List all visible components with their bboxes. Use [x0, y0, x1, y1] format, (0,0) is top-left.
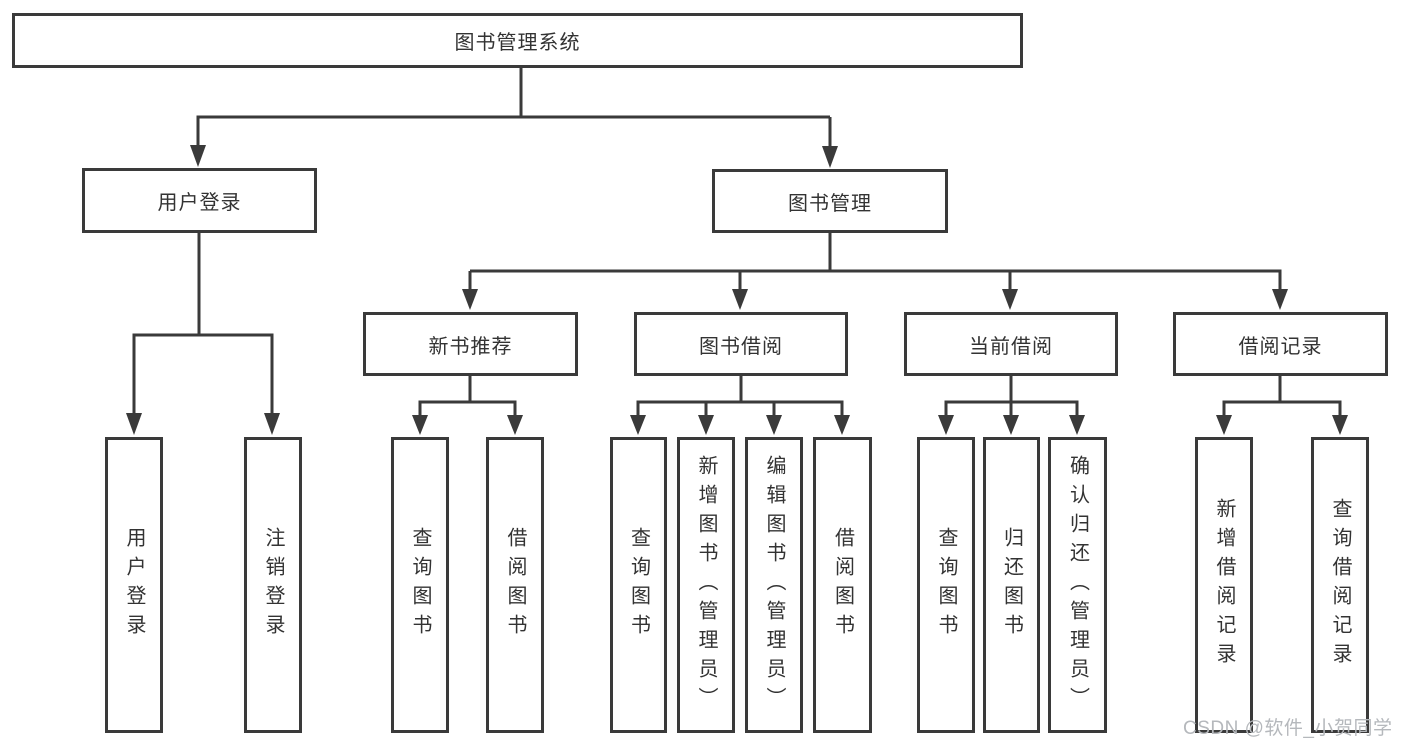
node-borrow-records-label: 借阅记录 — [1238, 335, 1323, 358]
node-user-login-label: 用户登录 — [157, 192, 242, 214]
node-current-borrow: 当前借阅 — [904, 312, 1118, 376]
leaf-current-query-books-label: 查询图书 — [935, 527, 957, 643]
leaf-records-query-record: 查询借阅记录 — [1311, 437, 1369, 733]
csdn-watermark: CSDN @软件_小贺同学 — [1183, 718, 1393, 739]
node-borrow-records: 借阅记录 — [1173, 312, 1388, 376]
node-current-borrow-label: 当前借阅 — [969, 335, 1053, 358]
leaf-borrow-query-books-label: 查询图书 — [627, 527, 650, 643]
leaf-current-confirm-return-admin-label: 确认归还（管理员） — [1066, 454, 1089, 716]
leaf-borrow-query-books: 查询图书 — [610, 437, 667, 733]
node-book-management: 图书管理 — [712, 169, 948, 233]
leaf-recommend-query-books: 查询图书 — [391, 437, 449, 733]
leaf-recommend-borrow-books-label: 借阅图书 — [504, 527, 526, 643]
leaf-logout-label: 注销登录 — [262, 527, 284, 643]
leaf-recommend-borrow-books: 借阅图书 — [486, 437, 544, 733]
node-book-borrow-label: 图书借阅 — [699, 335, 783, 358]
leaf-records-query-record-label: 查询借阅记录 — [1329, 498, 1351, 672]
node-book-management-label: 图书管理 — [788, 192, 872, 215]
node-root-label: 图书管理系统 — [454, 32, 581, 54]
node-user-login: 用户登录 — [82, 168, 317, 233]
leaf-current-confirm-return-admin: 确认归还（管理员） — [1048, 437, 1107, 733]
arrowheads — [126, 145, 1348, 435]
leaf-borrow-borrow-books-label: 借阅图书 — [831, 527, 854, 643]
leaf-borrow-edit-books-admin-label: 编辑图书（管理员） — [763, 454, 785, 716]
leaf-current-query-books: 查询图书 — [917, 437, 975, 733]
leaf-borrow-borrow-books: 借阅图书 — [813, 437, 872, 733]
leaf-current-return-books-label: 归还图书 — [1000, 527, 1023, 643]
leaf-current-return-books: 归还图书 — [983, 437, 1040, 733]
leaf-recommend-query-books-label: 查询图书 — [409, 527, 431, 643]
leaf-logout: 注销登录 — [244, 437, 302, 733]
leaf-records-add-record: 新增借阅记录 — [1195, 437, 1253, 733]
leaf-borrow-edit-books-admin: 编辑图书（管理员） — [745, 437, 803, 733]
leaf-records-add-record-label: 新增借阅记录 — [1213, 498, 1235, 672]
leaf-user-login-label: 用户登录 — [123, 527, 145, 643]
node-new-book-recommend: 新书推荐 — [363, 312, 578, 376]
leaf-borrow-add-books-admin: 新增图书（管理员） — [677, 437, 735, 733]
node-book-borrow: 图书借阅 — [634, 312, 848, 376]
leaf-user-login: 用户登录 — [105, 437, 163, 733]
node-new-book-recommend-label: 新书推荐 — [428, 335, 513, 358]
leaf-borrow-add-books-admin-label: 新增图书（管理员） — [695, 454, 717, 716]
node-root: 图书管理系统 — [12, 13, 1023, 68]
